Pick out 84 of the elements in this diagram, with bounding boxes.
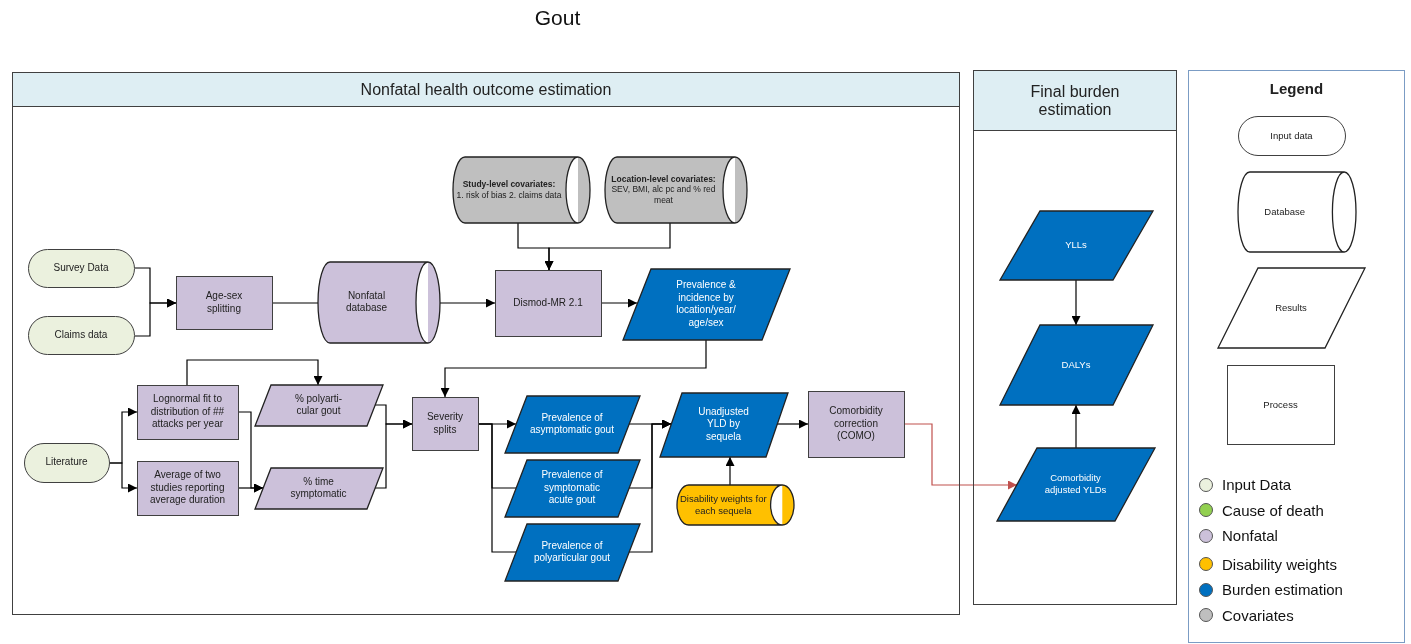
panel-header: Nonfatal health outcome estimation: [13, 73, 959, 107]
result-parallelogram: [504, 459, 640, 517]
node-label: % time symptomatic: [289, 475, 348, 501]
legend-label: Disability weights: [1222, 555, 1338, 573]
arrow: [186, 359, 323, 386]
legend-label: Input Data: [1222, 476, 1292, 493]
input-terminal: [1237, 115, 1346, 156]
node-label: Nonfatal database: [344, 289, 389, 315]
arrow: [109, 462, 138, 493]
result-parallelogram: [999, 324, 1153, 405]
node-label: Claims data: [54, 328, 108, 342]
process-box: [136, 460, 239, 516]
legend-label: Covariates: [1222, 606, 1294, 624]
node-label: Prevalence of polyarticular gout: [532, 539, 612, 565]
result-parallelogram: [504, 523, 640, 581]
node-label: Prevalence of symptomatic acute gout: [540, 469, 604, 507]
database-cylinder: [452, 156, 590, 223]
swimlane-panel: [12, 72, 960, 615]
process-box: [175, 275, 273, 330]
node-label: Process: [1263, 398, 1298, 411]
node-label: Comorbidity correction (COMO): [828, 405, 884, 443]
arrow: [134, 298, 177, 337]
input-terminal: [23, 442, 110, 483]
node-heading: Study-level covariates:: [461, 178, 557, 190]
node-heading: Location-level covariates:: [610, 173, 717, 185]
input-terminal: [27, 315, 135, 355]
node-label: % polyarti-cular gout: [293, 392, 344, 418]
arrow: [374, 419, 413, 489]
node-label: Prevalence & incidence by location/year/ age/sex: [675, 279, 737, 329]
node-label: Prevalence of asymptomatic gout: [529, 411, 615, 437]
legend-label: Nonfatal: [1222, 527, 1278, 544]
arrow: [440, 339, 707, 398]
node-label: Input data: [1270, 129, 1313, 142]
arrow: [725, 456, 735, 486]
result-parallelogram: [254, 384, 383, 426]
node-label: YLLs: [1065, 239, 1087, 251]
arrow: [601, 298, 638, 308]
panel-header: Final burden estimation: [974, 71, 1176, 131]
swimlane-panel: [1188, 70, 1405, 643]
node-label: Age-sex splitting: [204, 290, 244, 315]
arrow: [776, 419, 809, 429]
node-label: Average of two studies reporting average duration: [148, 469, 227, 507]
node-label: Comorbidity adjusted YLDs: [1043, 472, 1108, 496]
node-label: Database: [1264, 205, 1306, 218]
arrow: [544, 222, 671, 271]
swimlane-panel: [973, 70, 1177, 605]
process-box: [136, 384, 239, 440]
node-label: Results: [1275, 301, 1307, 314]
result-parallelogram: [659, 392, 788, 457]
node-label: Survey Data: [53, 261, 109, 275]
result-parallelogram: [622, 268, 790, 340]
database-cylinder: [1237, 171, 1356, 252]
connector-line: [272, 302, 319, 304]
process-box: [494, 269, 602, 337]
result-parallelogram: [999, 210, 1153, 280]
arrow: [439, 298, 496, 308]
database-cylinder: [317, 261, 440, 343]
legend-title: Legend: [1268, 78, 1325, 99]
process-box: [1226, 364, 1335, 445]
legend-label: Cause of death: [1222, 501, 1324, 519]
node-label: Severity splits: [425, 411, 465, 436]
node-label: Literature: [45, 456, 88, 469]
arrow: [238, 483, 264, 493]
input-terminal: [27, 248, 135, 288]
node-label: Unadjusted YLD by sequela: [697, 405, 750, 444]
database-cylinder: [604, 156, 747, 223]
legend-label: Burden estimation: [1222, 581, 1343, 598]
node-label: Lognormal fit to distribution of ## attacks per year: [149, 393, 226, 431]
result-parallelogram: [254, 467, 383, 509]
process-box: [411, 396, 479, 451]
node-label: 1. risk of bias 2. claims data: [455, 189, 563, 201]
node-label: SEV, BMI, alc pc and % red meat: [610, 184, 717, 206]
result-parallelogram: [1217, 267, 1365, 348]
node-label: Disability weights for each sequela: [679, 492, 768, 517]
node-label: DALYs: [1061, 358, 1091, 371]
node-label: Dismod-MR 2.1: [513, 296, 583, 310]
result-parallelogram: [504, 395, 640, 453]
diagram-title: Gout: [533, 6, 582, 30]
arrow: [904, 423, 1018, 490]
arrow: [1071, 404, 1081, 449]
arrow: [1071, 279, 1081, 326]
database-cylinder: [676, 484, 794, 525]
result-parallelogram: [996, 447, 1155, 521]
process-box: [807, 390, 905, 458]
